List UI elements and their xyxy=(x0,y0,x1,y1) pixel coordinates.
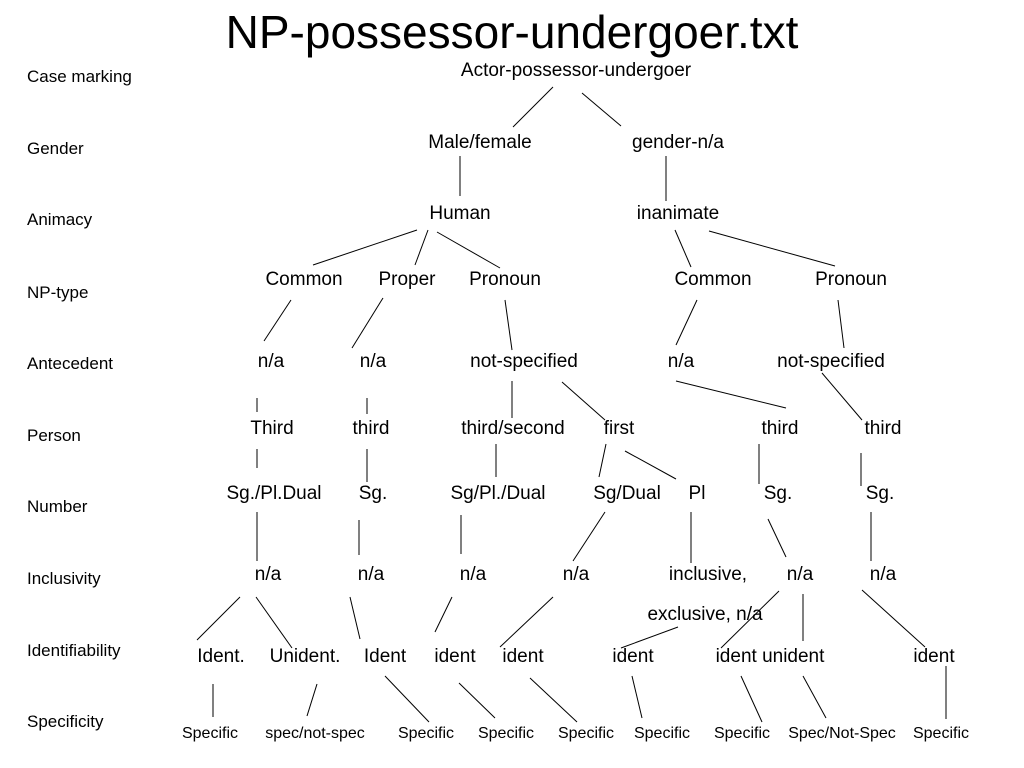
edge xyxy=(306,683,318,717)
edge xyxy=(767,518,787,558)
edge xyxy=(196,596,241,641)
node-identifiability-unident: Unident. xyxy=(269,646,341,667)
row-label-identifiability: Identifiability xyxy=(27,641,121,660)
node-inclusivity-na: n/a xyxy=(357,564,385,585)
edge xyxy=(255,596,293,649)
node-np-pronoun: Pronoun xyxy=(469,269,541,290)
row-label-number: Number xyxy=(27,497,88,516)
edge xyxy=(821,372,863,421)
node-identifiability-ident: ident xyxy=(913,646,955,667)
node-specificity-specific: Specific xyxy=(397,725,455,742)
node-inclusivity-inclusive: inclusive, xyxy=(668,564,748,585)
edge xyxy=(708,230,836,267)
node-np-common: Common xyxy=(265,269,343,290)
node-np-pronoun-inanimate: Pronoun xyxy=(815,269,887,290)
node-number-sg: Sg. xyxy=(358,483,388,504)
node-specificity-specific: Specific xyxy=(912,725,970,742)
row-label-specificity: Specificity xyxy=(27,712,104,731)
edge xyxy=(349,596,361,640)
edge xyxy=(620,626,679,649)
node-number-sg-pl-dual: Sg/Pl./Dual xyxy=(450,483,546,504)
node-specificity-specific: Specific xyxy=(713,725,771,742)
node-specificity-spec-not-spec: Spec/Not-Spec xyxy=(788,725,896,742)
node-person-third-second: third/second xyxy=(461,418,565,439)
node-person-third: third xyxy=(864,418,902,439)
node-person-first: first xyxy=(603,418,635,439)
edge xyxy=(837,299,845,349)
node-identifiability-ident: ident xyxy=(434,646,476,667)
edge xyxy=(512,86,554,128)
edge xyxy=(572,511,606,562)
node-inclusivity-na: n/a xyxy=(562,564,590,585)
node-identifiability-ident-unident: ident unident xyxy=(715,646,825,667)
edge xyxy=(631,675,643,719)
node-number-pl: Pl xyxy=(688,483,706,504)
node-inclusivity-exclusive-na: exclusive, n/a xyxy=(647,604,763,625)
page-title: NP-possessor-undergoer.txt xyxy=(225,6,799,58)
node-gender-male-female: Male/female xyxy=(428,132,532,153)
node-specificity-specific: Specific xyxy=(557,725,615,742)
node-antecedent-na: n/a xyxy=(359,351,387,372)
node-inclusivity-na: n/a xyxy=(459,564,487,585)
edge xyxy=(436,231,501,269)
node-np-proper: Proper xyxy=(378,269,436,290)
node-person-third: third xyxy=(352,418,390,439)
edge xyxy=(598,443,607,478)
row-label-case-marking: Case marking xyxy=(27,67,132,86)
node-identifiability-ident: Ident xyxy=(363,646,407,667)
node-specificity-spec-not-spec: spec/not-spec xyxy=(265,725,365,742)
node-antecedent-not-specified: not-specified xyxy=(777,351,885,372)
node-identifiability-ident: Ident. xyxy=(197,646,245,667)
row-label-inclusivity: Inclusivity xyxy=(27,569,101,588)
node-specificity-specific: Specific xyxy=(633,725,691,742)
node-actor-possessor-undergoer: Actor-possessor-undergoer xyxy=(460,60,692,81)
edge xyxy=(624,450,677,480)
node-inclusivity-na: n/a xyxy=(869,564,897,585)
edge xyxy=(414,229,429,266)
node-antecedent-na: n/a xyxy=(667,351,695,372)
node-identifiability-ident: ident xyxy=(502,646,544,667)
edge xyxy=(675,299,698,346)
row-label-person: Person xyxy=(27,426,81,445)
edge xyxy=(674,229,692,268)
edge xyxy=(581,92,622,127)
node-person-third: third xyxy=(761,418,799,439)
node-specificity-specific: Specific xyxy=(181,725,239,742)
row-label-animacy: Animacy xyxy=(27,210,93,229)
node-antecedent-na: n/a xyxy=(257,351,285,372)
node-number-sg: Sg. xyxy=(763,483,793,504)
node-specificity-specific: Specific xyxy=(477,725,535,742)
edge xyxy=(458,682,496,719)
edge xyxy=(675,380,787,409)
edge xyxy=(312,229,418,266)
edge xyxy=(263,299,292,342)
node-number-sg-dual: Sg/Dual xyxy=(593,483,661,504)
edge xyxy=(802,675,827,719)
edge xyxy=(499,596,554,648)
edge xyxy=(740,675,763,723)
edge xyxy=(861,589,926,648)
edge xyxy=(504,299,513,351)
edge xyxy=(384,675,430,723)
node-gender-na: gender-n/a xyxy=(632,132,724,153)
edge xyxy=(561,381,606,421)
node-np-common-inanimate: Common xyxy=(674,269,752,290)
node-inclusivity-na: n/a xyxy=(786,564,814,585)
node-animacy-inanimate: inanimate xyxy=(636,203,720,224)
edge xyxy=(529,677,578,723)
node-animacy-human: Human xyxy=(429,203,491,224)
edge xyxy=(351,297,384,349)
node-person-third: Third xyxy=(250,418,294,439)
edge xyxy=(720,590,780,649)
row-label-antecedent: Antecedent xyxy=(27,354,114,373)
row-label-np-type: NP-type xyxy=(27,283,89,302)
node-number-sg-pl-dual: Sg./Pl.Dual xyxy=(226,483,322,504)
node-number-sg: Sg. xyxy=(865,483,895,504)
row-label-gender: Gender xyxy=(27,139,84,158)
edge xyxy=(434,596,453,633)
node-identifiability-ident: ident xyxy=(612,646,654,667)
node-inclusivity-na: n/a xyxy=(254,564,282,585)
node-antecedent-not-specified: not-specified xyxy=(470,351,578,372)
